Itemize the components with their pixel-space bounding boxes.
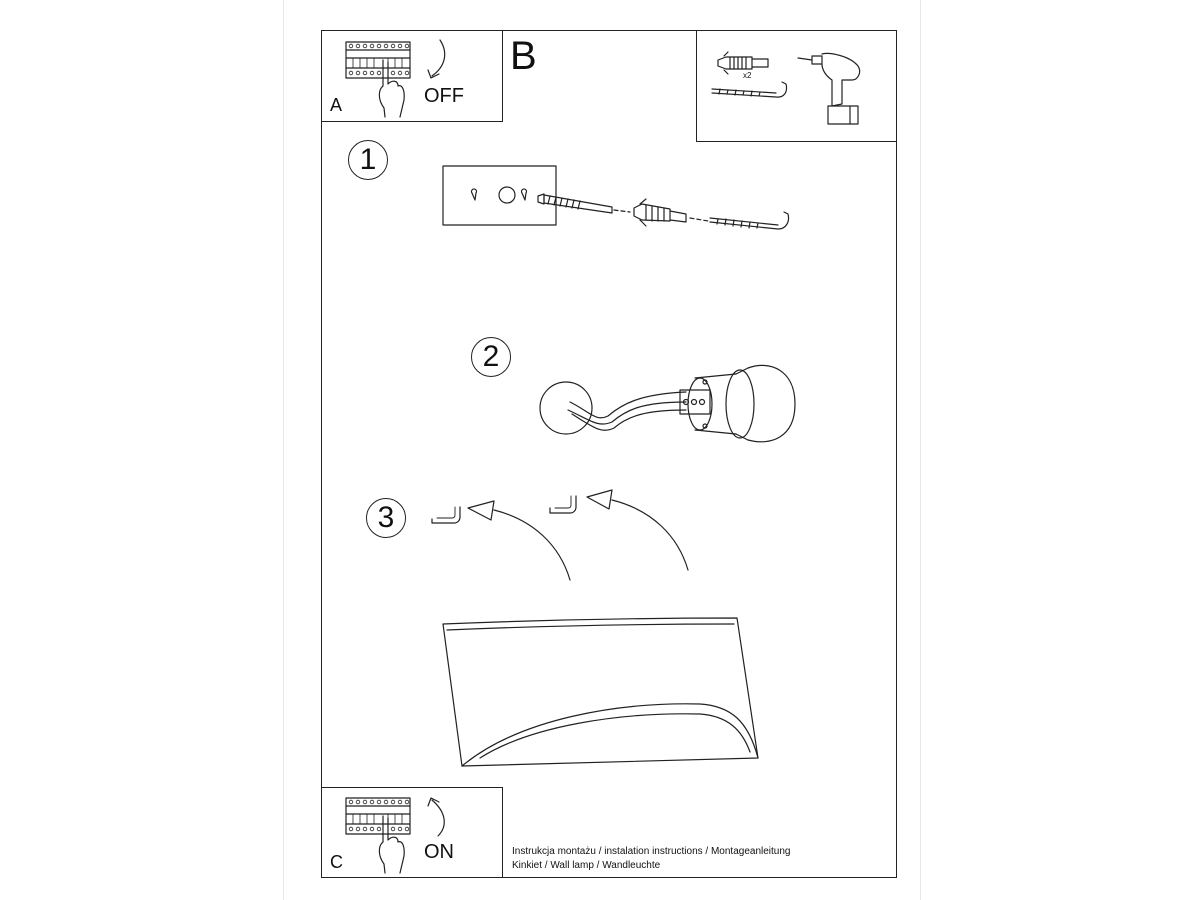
step-2-badge: 2: [471, 337, 511, 377]
wall-plug-icon: [633, 198, 687, 227]
wires-icon: [567, 391, 687, 431]
switch-off-panel: [321, 30, 503, 122]
panel-b-label: B: [510, 34, 537, 78]
panel-a-label: A: [330, 95, 343, 115]
diagram-frame: [321, 30, 897, 878]
wall-plug-icon: [717, 51, 769, 75]
step-3-badge: 3: [366, 498, 406, 538]
wall-junction-icon: [539, 381, 593, 435]
lamp-socket-icon: [679, 364, 796, 443]
panel-c-label: C: [330, 852, 343, 872]
switch-on-panel: [321, 787, 503, 878]
lamp-shade-icon: [442, 617, 759, 767]
hook-screw-icon: [711, 81, 788, 98]
hook-icon: [549, 495, 577, 514]
arrow-up-icon: [611, 499, 689, 571]
arrow-down-icon: [427, 39, 446, 79]
instruction-sheet: [283, 0, 921, 900]
quantity-label: x2: [743, 71, 752, 80]
hand-icon: [378, 815, 405, 874]
step-1-badge: 1: [348, 140, 388, 180]
tools-panel: [696, 30, 897, 142]
hook-screw-icon: [709, 211, 790, 230]
fuse-box-icon: [345, 41, 411, 79]
switch-on-label: ON: [424, 841, 454, 863]
arrow-up-icon: [427, 797, 445, 837]
switch-off-label: OFF: [424, 85, 464, 107]
caption-line-1: Instrukcja montażu / instalation instruc…: [512, 846, 791, 857]
wall-plate-icon: [442, 165, 557, 226]
hand-icon: [378, 59, 405, 118]
arrow-up-icon: [493, 509, 571, 581]
fuse-box-icon: [345, 797, 411, 835]
hook-icon: [431, 506, 461, 524]
caption: Instrukcja montażu / instalation instruc…: [512, 845, 791, 872]
caption-line-2: Kinkiet / Wall lamp / Wandleuchte: [512, 859, 661, 871]
screw-icon: [537, 193, 613, 214]
drill-icon: [797, 52, 861, 125]
